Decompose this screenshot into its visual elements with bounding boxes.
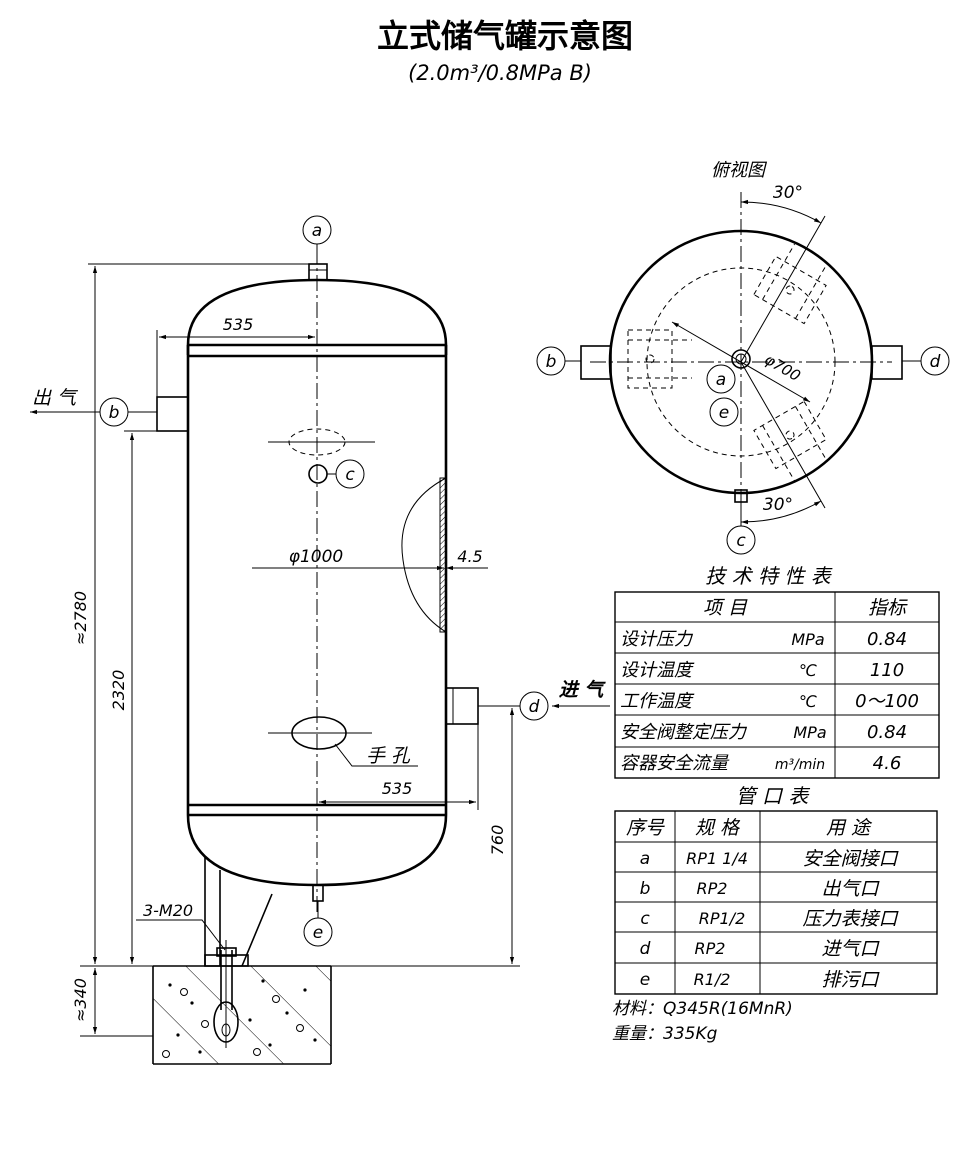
nozzle-row-id: d	[640, 939, 651, 959]
nozzle-d	[445, 687, 479, 725]
nozzle-row-use: 压力表接口	[802, 908, 899, 930]
nozzle-row-id: c	[640, 909, 650, 929]
top-callout-b: b	[546, 352, 557, 372]
nozzle-table: 管 口 表 序号 规 格 用 途 a RP1 1/4 安全阀接口 b RP2 出…	[614, 784, 938, 995]
wall-section	[439, 477, 447, 633]
tech-row-item: 安全阀整定压力	[620, 722, 748, 743]
callout-b: b	[109, 403, 120, 423]
tech-table-title: 技 术 特 性 表	[705, 564, 832, 588]
nozzle-row-spec: RP1/2	[699, 909, 746, 928]
nozzle-row-id: e	[640, 970, 650, 990]
tech-row-unit: MPa	[791, 630, 824, 649]
nozzle-row-use: 进气口	[821, 938, 880, 960]
nozzle-row-id: a	[640, 849, 650, 869]
dim-height-340: ≈340	[71, 978, 90, 1022]
top-nozzle-b	[580, 345, 612, 380]
dimensions: ≈2780 2320 760 ≈340 535 535 φ1000 4.5 3-…	[71, 263, 520, 1037]
tech-row-unit: ℃	[799, 692, 817, 711]
top-nozzle-d	[871, 345, 903, 380]
tank-front-view	[156, 248, 479, 967]
dim-diameter-700: φ700	[761, 350, 803, 385]
dim-thickness: 4.5	[457, 547, 482, 566]
tech-row-unit: m³/min	[775, 757, 825, 773]
dim-height-2320: 2320	[109, 670, 128, 711]
tech-row-unit: MPa	[793, 723, 826, 742]
nozzle-b	[156, 396, 189, 432]
top-callout-a: a	[716, 370, 726, 390]
callout-e: e	[313, 923, 323, 943]
nozzle-e	[312, 884, 324, 902]
support-leg	[204, 856, 273, 967]
nozzle-row-spec: RP2	[697, 879, 728, 898]
top-view-title: 俯视图	[711, 160, 768, 181]
nozzle-row-use: 安全阀接口	[802, 848, 899, 870]
nozzle-header-spec: 规 格	[695, 817, 741, 839]
tech-header-item: 项 目	[703, 597, 748, 619]
handhole-label: 手 孔	[366, 745, 411, 767]
nozzle-header-id: 序号	[626, 817, 665, 839]
callout-a: a	[312, 221, 322, 241]
bolt-label: 3-M20	[143, 901, 193, 920]
dim-diameter-1000: φ1000	[289, 547, 343, 567]
foundation	[152, 940, 332, 1065]
nozzle-row-id: b	[640, 879, 651, 899]
nozzle-row-spec: R1/2	[694, 970, 731, 989]
nozzle-header-use: 用 途	[826, 817, 873, 839]
tech-row-value: 4.6	[873, 753, 902, 774]
top-callout-c: c	[736, 531, 746, 551]
nozzle-table-title: 管 口 表	[736, 784, 811, 808]
nozzle-a	[308, 263, 328, 281]
tech-row-value: 0～100	[855, 691, 919, 712]
tech-row-item: 容器安全流量	[620, 753, 730, 774]
callout-c: c	[345, 465, 355, 485]
tech-row-value: 110	[870, 660, 904, 681]
tech-row-item: 设计压力	[620, 629, 694, 650]
top-callout-e: e	[719, 403, 729, 423]
dim-535-top: 535	[223, 315, 254, 334]
tech-row-item: 工作温度	[620, 691, 695, 712]
nozzle-row-use: 出气口	[821, 878, 880, 900]
nozzle-c	[308, 464, 328, 484]
dim-height-2780: ≈2780	[71, 591, 90, 645]
tech-row-value: 0.84	[867, 629, 907, 650]
nozzle-row-spec: RP2	[695, 939, 726, 958]
tech-table: 技 术 特 性 表 项 目 指标 设计压力 MPa 0.84 设计温度 ℃ 11…	[614, 564, 940, 779]
inlet-label: 进 气	[559, 679, 607, 701]
top-callout-d: d	[930, 352, 941, 372]
angle-30-top: 30°	[773, 183, 803, 203]
dim-height-760: 760	[488, 825, 507, 856]
page-subtitle: (2.0m³/0.8MPa B)	[408, 61, 592, 85]
tech-header-value: 指标	[868, 597, 908, 619]
tech-row-value: 0.84	[867, 722, 907, 743]
weight-note: 重量：335Kg	[612, 1024, 718, 1044]
tech-row-item: 设计温度	[620, 660, 695, 681]
angle-30-bottom: 30°	[763, 495, 793, 515]
page-title: 立式储气罐示意图	[377, 17, 633, 55]
nozzle-row-use: 排污口	[821, 969, 880, 991]
outlet-label: 出 气	[32, 387, 79, 409]
dim-535-bottom: 535	[382, 779, 413, 798]
nozzle-row-spec: RP1 1/4	[686, 849, 748, 868]
front-callouts: a b c d e 出 气 进 气 手 孔	[30, 215, 610, 947]
tech-row-unit: ℃	[799, 661, 817, 680]
callout-d: d	[529, 697, 540, 717]
material-note: 材料：Q345R(16MnR)	[612, 999, 793, 1019]
top-view: 俯视图	[536, 160, 950, 555]
